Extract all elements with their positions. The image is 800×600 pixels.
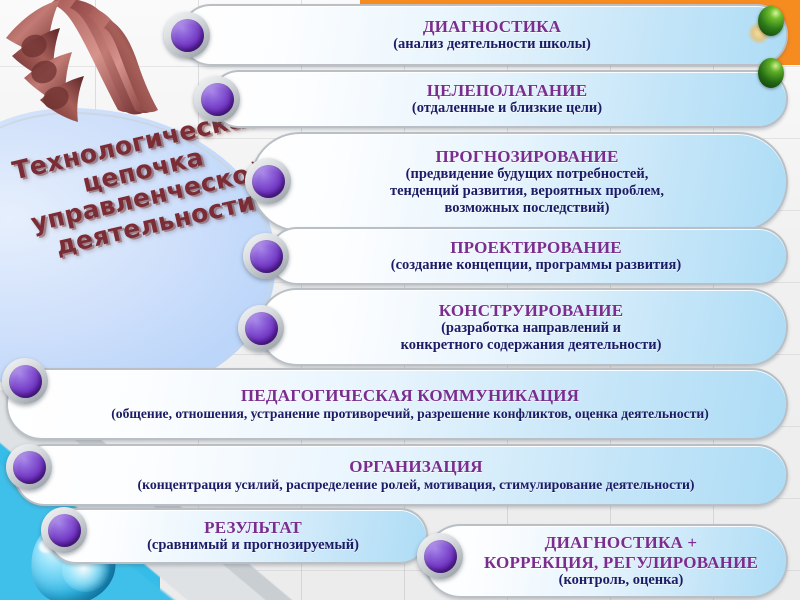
step-subtitle-line: (контроль, оценка) [558, 571, 684, 588]
step-title: ЦЕЛЕПОЛАГАНИЕ [426, 80, 588, 100]
step-knob-celepolaganie[interactable] [194, 76, 240, 122]
step-subtitle-line: (предвидение будущих потребностей, [405, 166, 649, 183]
step-knob-pedagogicheskaya-kommunikaciya[interactable] [2, 358, 48, 404]
step-bar-pedagogicheskaya-kommunikaciya[interactable]: ПЕДАГОГИЧЕСКАЯ КОММУНИКАЦИЯ (общение, от… [6, 368, 788, 440]
step-bar-celepolaganie[interactable]: ЦЕЛЕПОЛАГАНИЕ (отдаленные и близкие цели… [210, 70, 788, 128]
step-bar-diagnostika[interactable]: ДИАГНОСТИКА (анализ деятельности школы) [180, 4, 788, 66]
step-knob-rezultat[interactable] [41, 507, 87, 553]
step-knob-konstruirovanie[interactable] [238, 305, 284, 351]
step-knob-diagnostika[interactable] [164, 12, 210, 58]
step-title: ДИАГНОСТИКА + [544, 533, 698, 553]
step-subtitle-line: (анализ деятельности школы) [393, 36, 591, 53]
step-title: ПРОЕКТИРОВАНИЕ [450, 237, 622, 257]
step-subtitle-line: (отдаленные и близкие цели) [411, 100, 603, 117]
step-title: ДИАГНОСТИКА [422, 16, 562, 36]
step-knob-diagnostika-korrekciya[interactable] [417, 533, 463, 579]
step-title: ПЕДАГОГИЧЕСКАЯ КОММУНИКАЦИЯ [240, 386, 580, 406]
step-knob-proektirovanie[interactable] [243, 233, 289, 279]
maroon-ribbon-icon [6, 0, 158, 122]
step-bar-konstruirovanie[interactable]: КОНСТРУИРОВАНИЕ (разработка направлений … [258, 288, 788, 366]
step-knob-prognozirovanie[interactable] [245, 158, 291, 204]
step-subtitle-line: (концентрация усилий, распределение роле… [137, 476, 695, 492]
end-sphere-2 [758, 58, 784, 88]
step-subtitle-line: (разработка направлений и [441, 319, 621, 336]
step-bar-rezultat[interactable]: РЕЗУЛЬТАТ (сравнимый и прогнозируемый) [48, 508, 428, 564]
step-title: ОРГАНИЗАЦИЯ [349, 457, 483, 477]
step-bar-proektirovanie[interactable]: ПРОЕКТИРОВАНИЕ (создание концепции, прог… [268, 227, 788, 285]
step-subtitle-line: (сравнимый и прогнозируемый) [147, 537, 359, 554]
step-bar-prognozirovanie[interactable]: ПРОГНОЗИРОВАНИЕ (предвидение будущих пот… [250, 132, 788, 232]
step-title: РЕЗУЛЬТАТ [204, 517, 302, 537]
step-subtitle-line: (общение, отношения, устранение противор… [111, 405, 709, 421]
step-subtitle-line: (создание концепции, программы развития) [390, 257, 682, 274]
step-subtitle-line: конкретного содержания деятельности) [400, 336, 662, 353]
step-title: КОНСТРУИРОВАНИЕ [438, 300, 624, 320]
step-bar-diagnostika-korrekciya[interactable]: ДИАГНОСТИКА + КОРРЕКЦИЯ, РЕГУЛИРОВАНИЕ (… [424, 524, 788, 598]
end-sphere-1 [758, 6, 784, 36]
step-knob-organizaciya[interactable] [6, 444, 52, 490]
step-title-line-2: КОРРЕКЦИЯ, РЕГУЛИРОВАНИЕ [483, 552, 759, 572]
step-subtitle-line: тенденций развития, вероятных проблем, [389, 183, 665, 200]
step-title: ПРОГНОЗИРОВАНИЕ [435, 147, 619, 167]
step-subtitle-line: возможных последствий) [444, 200, 610, 217]
step-bar-organizaciya[interactable]: ОРГАНИЗАЦИЯ (концентрация усилий, распре… [14, 444, 788, 506]
